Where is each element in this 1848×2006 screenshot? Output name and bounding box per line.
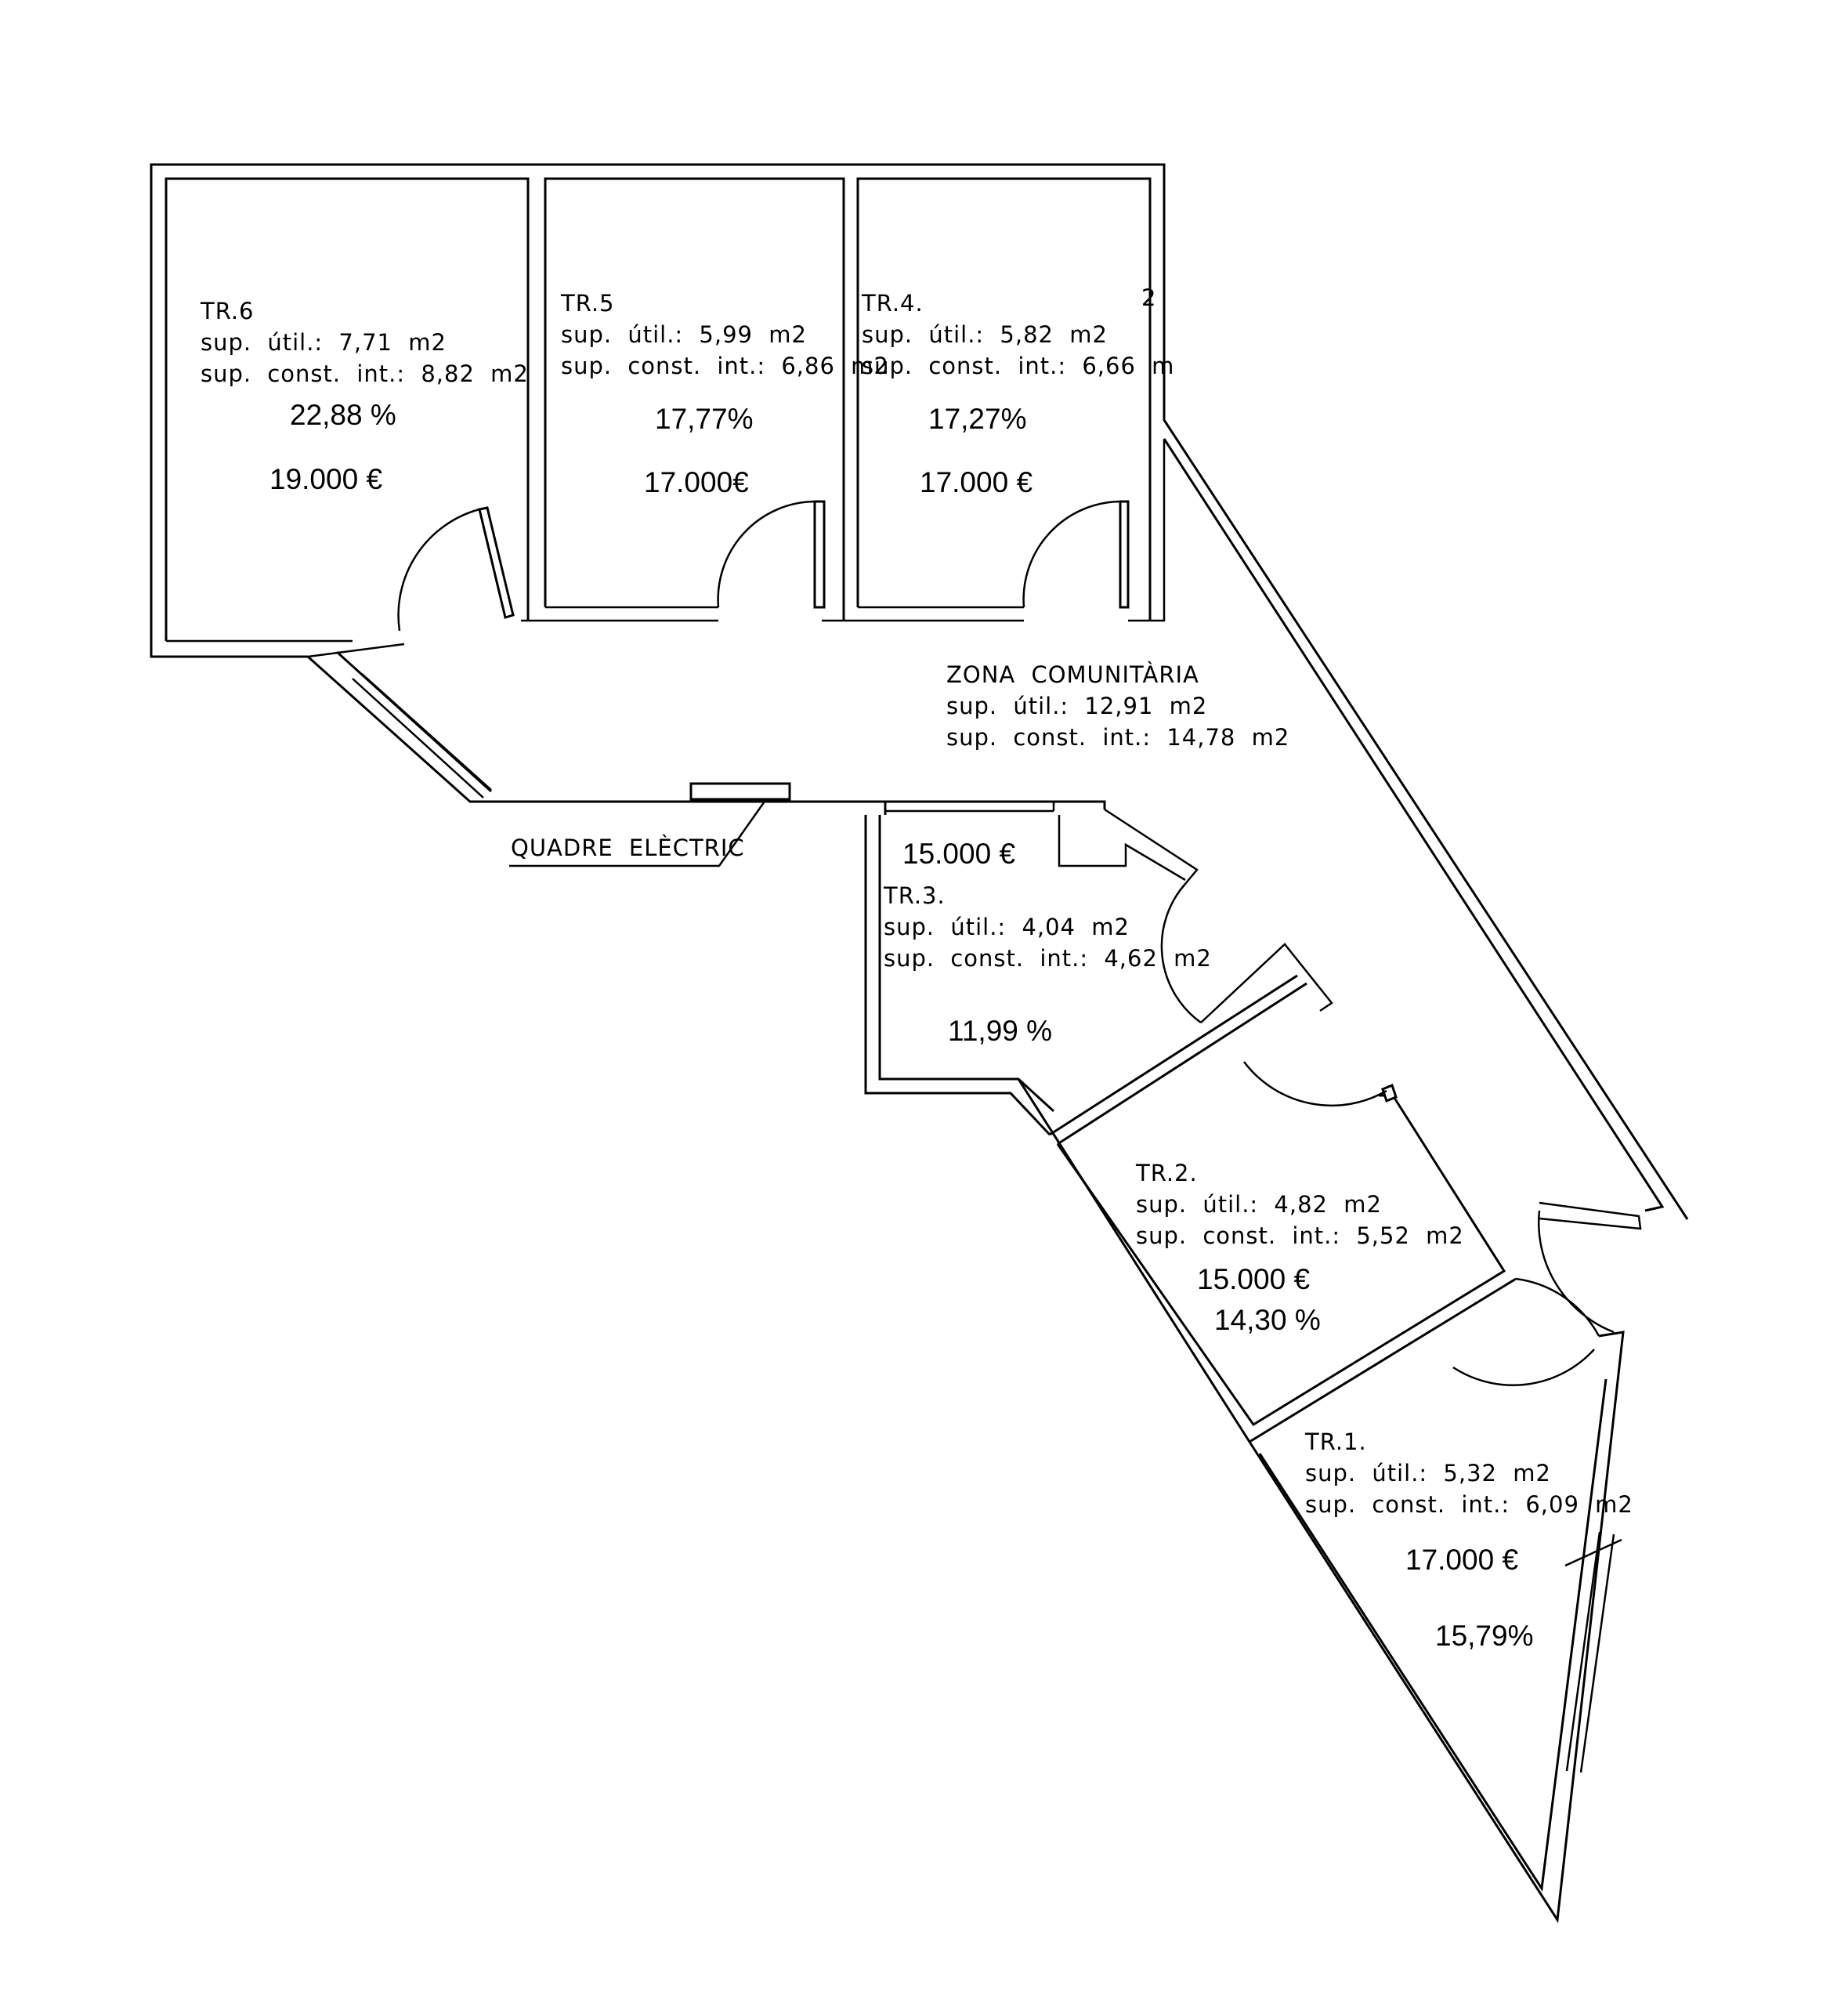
panel-label: QUADRE ELÈCTRIC — [511, 835, 745, 861]
tr3-price: 15.000 € — [902, 838, 1015, 870]
inner-wall-top — [165, 177, 530, 641]
corridor-window — [352, 673, 492, 798]
tr5-door-leaf — [813, 500, 826, 609]
tr2-door-leaf — [1381, 1083, 1398, 1103]
tr6-price: 19.000 € — [269, 463, 382, 495]
tr3-const: sup. const. int.: 4,62 m2 — [884, 945, 1212, 972]
common-util: sup. útil.: 12,91 m2 — [946, 693, 1207, 719]
tr6-name: TR.6 — [200, 298, 255, 324]
tr2-percent: 14,30 % — [1214, 1304, 1321, 1336]
tr3-walls — [864, 815, 1051, 1136]
tr4-percent: 17,27% — [928, 403, 1027, 435]
tr3-util: sup. útil.: 4,04 m2 — [884, 914, 1130, 940]
tr5-door-swing — [717, 500, 816, 608]
tr6-percent: 22,88 % — [290, 399, 396, 431]
tr6-const: sup. const. int.: 8,82 m2 — [201, 360, 529, 387]
tr4-price: 17.000 € — [920, 466, 1032, 498]
tr2-name: TR.2. — [1135, 1160, 1198, 1186]
tr1-name: TR.1. — [1304, 1428, 1367, 1455]
tr3-door-swing — [1160, 883, 1202, 1024]
corridor-diagonal — [307, 650, 852, 803]
tr5-name: TR.5 — [560, 290, 615, 317]
tr2-outer — [1017, 1078, 1517, 1444]
tr3-niche — [1058, 815, 1186, 882]
tr2-top-diagonal — [1049, 974, 1307, 1146]
entrance-door-swing — [1538, 1210, 1615, 1334]
tr1-const: sup. const. int.: 6,09 m2 — [1305, 1491, 1633, 1518]
tr2-walls — [1056, 1094, 1506, 1427]
tr3-outer — [878, 815, 1055, 1113]
doors — [397, 500, 1615, 1386]
tr2-price: 15.000 € — [1197, 1263, 1310, 1295]
tr3-name: TR.3. — [883, 882, 946, 909]
tr2-const: sup. const. int.: 5,52 m2 — [1136, 1222, 1464, 1249]
tr6-door-leaf — [478, 506, 515, 619]
tr5-const: sup. const. int.: 6,86 m2 — [561, 353, 889, 379]
walls — [150, 163, 1689, 1924]
tr1-percent: 15,79% — [1435, 1620, 1534, 1652]
tr4-stray: 2 — [1141, 284, 1156, 311]
tr2-door-swing — [1243, 1061, 1387, 1107]
tr5-util: sup. útil.: 5,99 m2 — [561, 321, 807, 348]
entrance — [1539, 1201, 1642, 1230]
tr2-util: sup. útil.: 4,82 m2 — [1136, 1191, 1382, 1218]
common-const: sup. const. int.: 14,78 m2 — [946, 724, 1289, 751]
tr1-walls — [1248, 1331, 1625, 1924]
tr4-walls — [856, 177, 1152, 621]
electric-panel-box — [689, 782, 791, 801]
tr3-door-wall — [1104, 808, 1199, 885]
tr4-name: TR.4. — [861, 290, 924, 317]
tr4-door-leaf — [1119, 500, 1130, 609]
tr1-util: sup. útil.: 5,32 m2 — [1305, 1460, 1551, 1486]
panel-leader — [509, 798, 768, 867]
tr6-util: sup. útil.: 7,71 m2 — [201, 329, 447, 356]
right-exterior — [1163, 438, 1665, 1212]
tr3-percent: 11,99 % — [948, 1015, 1052, 1047]
labels: TR.6 sup. útil.: 7,71 m2 sup. const. int… — [200, 284, 1633, 1652]
tr1-inner — [1258, 1378, 1608, 1892]
tr2-door-jambs — [1200, 943, 1333, 1023]
electric-panel — [509, 782, 791, 867]
tr6-door-swing — [397, 508, 480, 632]
tr1-window — [1564, 1531, 1622, 1773]
tr1-door-swing-2 — [1452, 1349, 1595, 1386]
common-name: ZONA COMUNITÀRIA — [946, 661, 1199, 688]
tr4-door-swing — [1022, 500, 1121, 608]
outer-wall-top — [150, 163, 1689, 1220]
corridor-window-2 — [885, 800, 1055, 813]
tr4-const: sup. const. int.: 6,66 m — [862, 353, 1174, 379]
tr5-percent: 17,77% — [655, 403, 754, 435]
tr6-front — [166, 639, 405, 658]
tr5-price: 17.000€ — [644, 466, 749, 498]
tr5-walls — [544, 177, 845, 621]
tr4-util: sup. útil.: 5,82 m2 — [862, 321, 1108, 348]
tr4-front — [1128, 439, 1166, 622]
corridor-wall — [491, 800, 1106, 815]
tr1-price: 17.000 € — [1405, 1544, 1518, 1576]
